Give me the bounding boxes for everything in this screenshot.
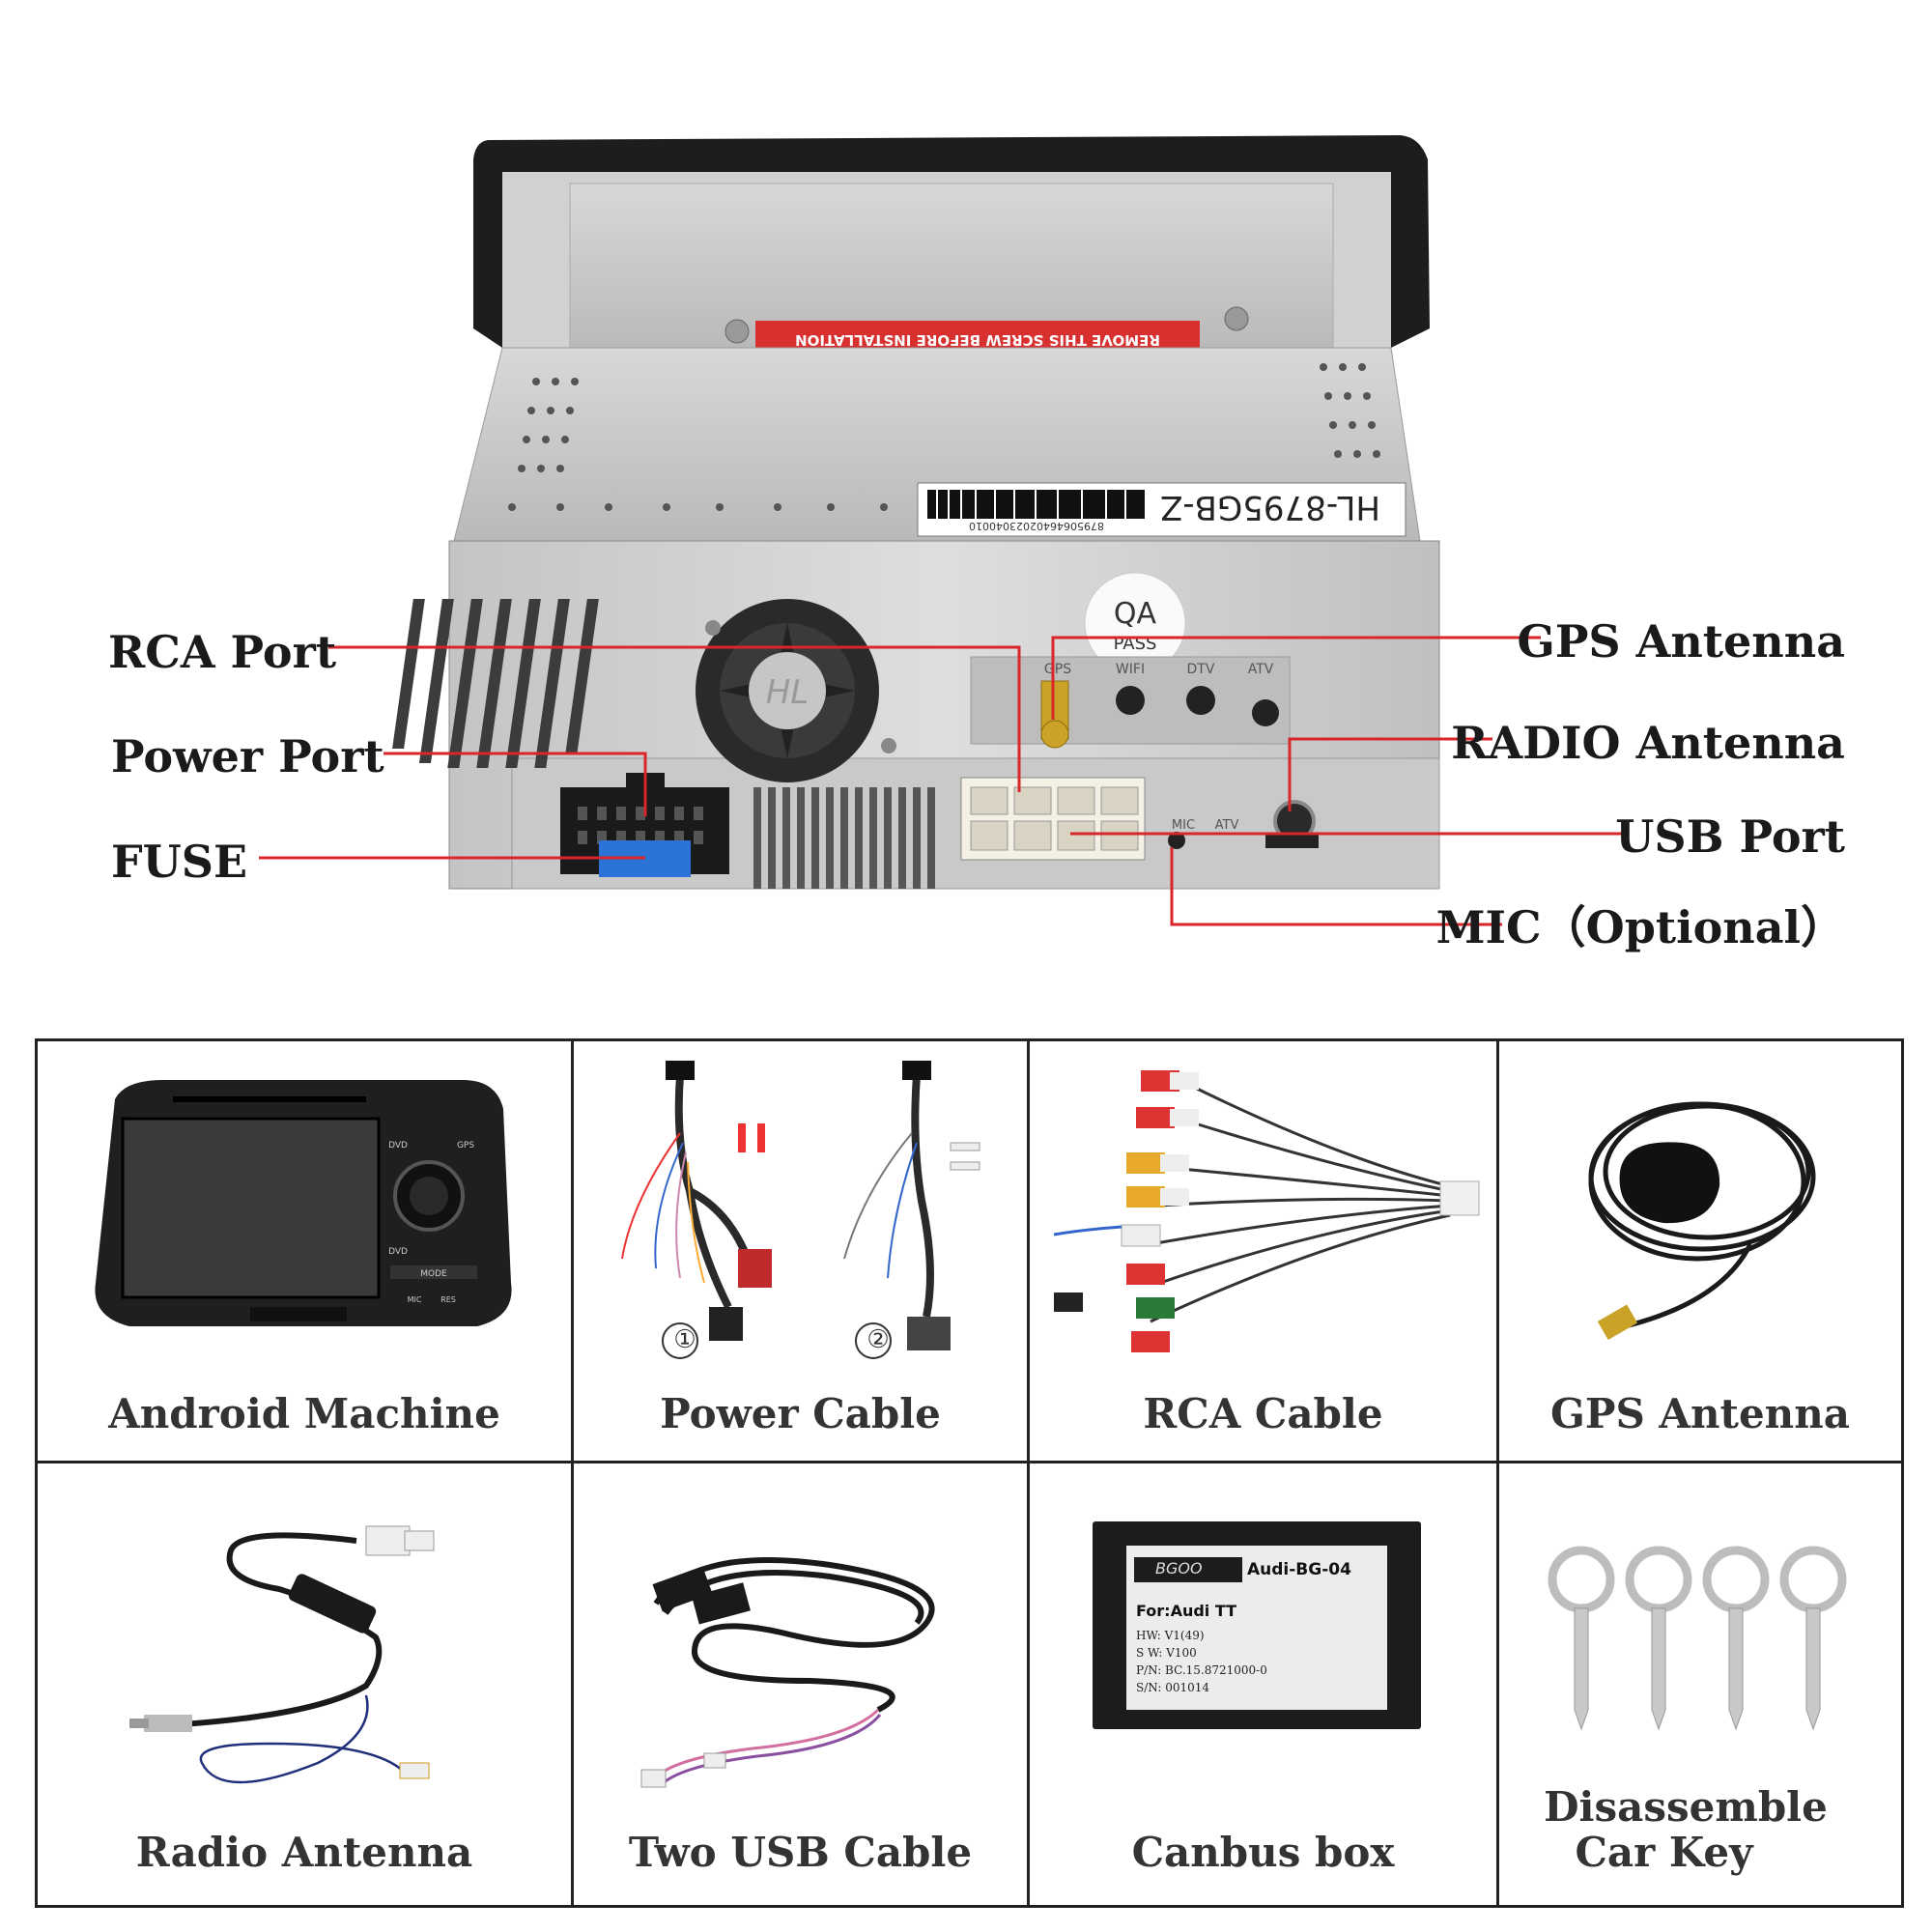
callout-radio-antenna: RADIO Antenna xyxy=(1451,717,1845,769)
line-rca-port xyxy=(328,645,1021,792)
device-rear-view: REMOVE THIS SCREW BEFORE INSTALLATION 87… xyxy=(259,135,1628,926)
canbus-model: Audi-BG-04 xyxy=(1247,1560,1351,1579)
svg-text:MODE: MODE xyxy=(420,1269,447,1279)
canbus-for: For:Audi TT xyxy=(1136,1602,1237,1620)
svg-text:ATV: ATV xyxy=(1248,662,1274,677)
label-two-usb-cable: Two USB Cable xyxy=(628,1829,973,1876)
label-disassemble-line2: Car Key xyxy=(1575,1829,1753,1876)
canbus-brand-logo: BGOO xyxy=(1134,1557,1242,1582)
line-gps-antenna xyxy=(1051,636,1541,720)
label-rca-cable: RCA Cable xyxy=(1143,1390,1383,1437)
disassemble-keys-image xyxy=(1548,1546,1847,1731)
callout-usb-port: USB Port xyxy=(1615,810,1845,863)
line-radio-antenna xyxy=(1288,737,1492,811)
svg-text:MIC: MIC xyxy=(408,1295,422,1304)
wifi-hole xyxy=(1116,686,1145,715)
svg-text:DVD: DVD xyxy=(388,1247,408,1257)
svg-text:DVD: DVD xyxy=(388,1141,408,1151)
item-two-usb-cable: Two USB Cable xyxy=(574,1463,1030,1905)
canbus-label-card: BGOO Audi-BG-04 For:Audi TT HW: V1(49) S… xyxy=(1126,1546,1387,1710)
label-radio-antenna: Radio Antenna xyxy=(135,1829,473,1876)
dtv-hole xyxy=(1186,686,1215,715)
label-canbus-box: Canbus box xyxy=(1131,1829,1395,1876)
svg-text:WIFI: WIFI xyxy=(1116,662,1145,677)
svg-text:DTV: DTV xyxy=(1187,662,1215,677)
callout-fuse: FUSE xyxy=(111,836,248,888)
callout-rca-port: RCA Port xyxy=(108,626,337,678)
item-power-cable: ① ② Power Cable xyxy=(574,1041,1030,1463)
callout-lines xyxy=(259,636,1628,926)
canbus-box-body: BGOO Audi-BG-04 For:Audi TT HW: V1(49) S… xyxy=(1093,1521,1421,1729)
svg-text:RES: RES xyxy=(440,1295,456,1304)
two-usb-cable-image xyxy=(640,1557,935,1788)
svg-text:GPS: GPS xyxy=(1044,662,1071,677)
power-cable-marker-2: ② xyxy=(867,1325,890,1354)
screw-right xyxy=(1224,306,1249,331)
power-cable-image xyxy=(621,1061,980,1359)
canbus-pn: P/N: BC.15.8721000-0 xyxy=(1136,1663,1267,1677)
callout-power-port: Power Port xyxy=(111,730,384,782)
fan-logo: HL xyxy=(766,673,810,712)
atv-hole xyxy=(1252,699,1279,726)
power-cable-marker-1: ① xyxy=(673,1325,696,1354)
callout-gps-antenna: GPS Antenna xyxy=(1517,615,1845,668)
callout-mic: MIC（Optional） xyxy=(1435,901,1845,953)
canbus-hw: HW: V1(49) xyxy=(1136,1629,1205,1642)
accessories-grid: DVD GPS DVD MODE MIC RES Android Machine xyxy=(35,1038,1904,1908)
label-power-cable: Power Cable xyxy=(660,1390,941,1437)
label-disassemble-line1: Disassemble xyxy=(1544,1783,1828,1831)
barcode-number: 87950646402023040010 xyxy=(969,520,1104,532)
rca-cable-image xyxy=(1053,1070,1480,1352)
item-radio-antenna: Radio Antenna xyxy=(38,1463,574,1905)
front-bezel xyxy=(473,135,1430,348)
svg-text:MIC: MIC xyxy=(1172,818,1195,833)
heatsink-fins-left xyxy=(392,599,599,768)
item-disassemble-car-key: Disassemble Car Key xyxy=(1499,1463,1901,1905)
canbus-sw: S W: V100 xyxy=(1136,1646,1197,1660)
heatsink-fins-middle xyxy=(753,787,935,889)
item-android-machine: DVD GPS DVD MODE MIC RES Android Machine xyxy=(38,1041,574,1463)
canbus-brand: BGOO xyxy=(1155,1559,1203,1577)
mic-jack xyxy=(1168,832,1185,849)
item-rca-cable: RCA Cable xyxy=(1030,1041,1499,1463)
line-mic xyxy=(1170,847,1502,926)
line-power-port xyxy=(384,752,647,816)
android-machine-image: DVD GPS DVD MODE MIC RES xyxy=(95,1080,512,1326)
screw-left xyxy=(724,319,750,344)
item-gps-antenna: GPS Antenna xyxy=(1499,1041,1901,1463)
svg-text:GPS: GPS xyxy=(457,1141,474,1151)
label-android-machine: Android Machine xyxy=(108,1390,500,1437)
canbus-sn: S/N: 001014 xyxy=(1136,1681,1210,1694)
cooling-fan: HL xyxy=(696,599,896,782)
svg-text:QA: QA xyxy=(1114,597,1157,631)
item-canbus-box: BGOO Audi-BG-04 For:Audi TT HW: V1(49) S… xyxy=(1030,1463,1499,1905)
model-label: HL-8795GB-Z xyxy=(1160,488,1380,526)
warning-text: REMOVE THIS SCREW BEFORE INSTALLATION xyxy=(795,331,1160,349)
label-gps-antenna: GPS Antenna xyxy=(1550,1390,1850,1437)
svg-text:ATV: ATV xyxy=(1215,818,1239,833)
usb-port-socket xyxy=(1265,833,1319,848)
rca-port-connector xyxy=(960,777,1146,861)
radio-antenna-image xyxy=(129,1525,435,1784)
gps-antenna-image xyxy=(1588,1101,1816,1341)
